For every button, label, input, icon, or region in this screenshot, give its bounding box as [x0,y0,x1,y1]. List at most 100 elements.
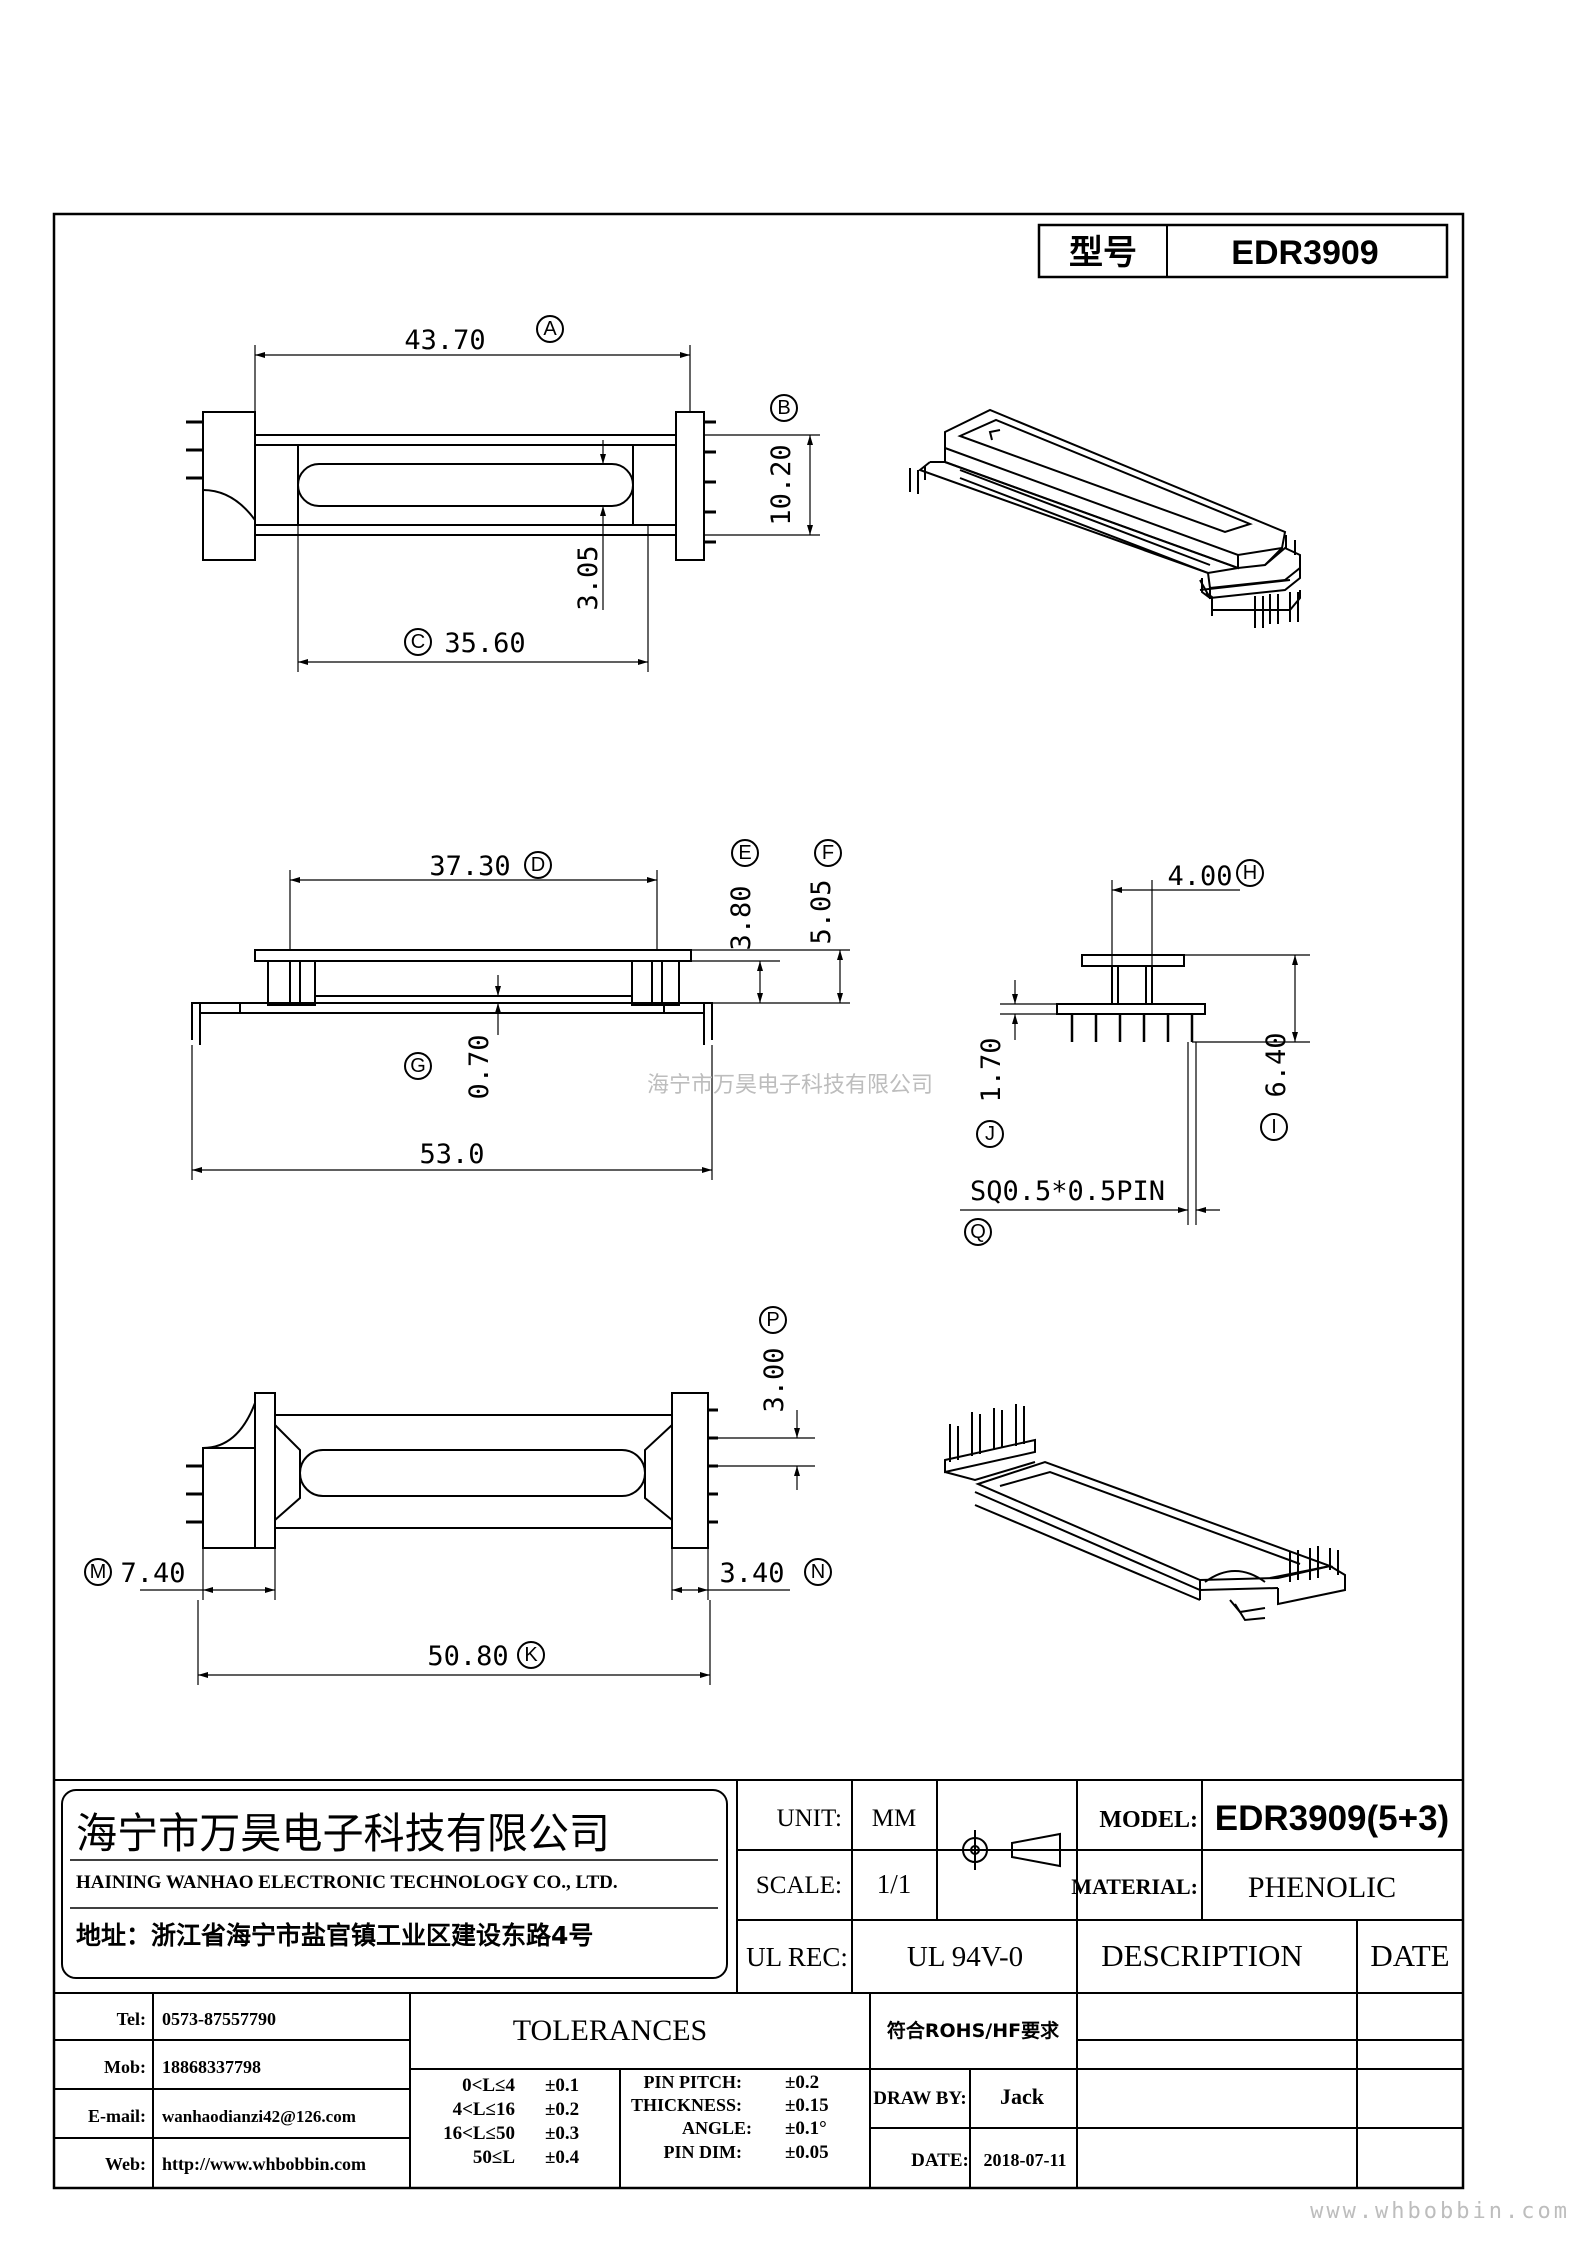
tol-value-2: ±0.2 [545,2099,579,2120]
dim-c-value: 35.60 [444,628,525,659]
dim-p-marker: P [759,1306,787,1334]
tolerance-ranges: 0<L≤4 ±0.1 4<L≤16 ±0.2 16<L≤50 ±0.3 50≤L… [443,2075,580,2168]
unit-value: MM [872,1805,916,1832]
tolerance-specs: PIN PITCH: ±0.2 THICKNESS: ±0.15 ANGLE: … [631,2072,829,2163]
dim-c-marker: C [404,628,432,656]
dim-j-value: 1.70 [976,1037,1007,1102]
dim-d-marker: D [524,851,552,879]
company-name-en: HAINING WANHAO ELECTRONIC TECHNOLOGY CO.… [76,1872,618,1893]
model-box-label: 型号 [1069,233,1137,273]
contact-mob-label: Mob: [104,2057,146,2077]
dim-n-marker: N [804,1558,832,1586]
dim-p-value: 3.00 [759,1347,790,1412]
draw-by-value: Jack [1000,2084,1045,2109]
tol-range-2: 4<L≤16 [453,2099,515,2120]
dim-m-value: 7.40 [120,1558,185,1589]
dim-k-letter: K [524,1644,538,1666]
date-field-label: DATE: [911,2150,969,2171]
dim-b-value: 10.20 [766,444,797,525]
contact-email-value: wanhaodianzi42@126.com [162,2107,356,2126]
contacts: Tel: 0573-87557790 Mob: 18868337798 E-ma… [88,2009,366,2174]
dim-f-value: 5.05 [806,879,837,944]
draw-by-label: DRAW BY: [873,2088,966,2109]
dim-d-value: 37.30 [429,851,510,882]
company-address: 地址：浙江省海宁市盐官镇工业区建设东路4号 [76,1921,593,1950]
title-block-grid [54,1779,1463,2188]
dim-q-marker: Q [964,1218,992,1246]
drawing-frame [52,212,1465,2190]
company-name-cn: 海宁市万昊电子科技有限公司 [76,1809,610,1858]
tol-value-3: ±0.3 [545,2123,579,2144]
tol-spec-4: PIN DIM: [664,2142,743,2162]
model-label: MODEL: [1099,1807,1198,1833]
dim-m-letter: M [90,1561,107,1583]
contact-tel-value: 0573-87557790 [162,2009,276,2029]
tol-spec-value-4: ±0.05 [785,2142,829,2163]
watermark-center: 海宁市万昊电子科技有限公司 [647,1073,933,1098]
dim-k-value: 50.80 [427,1641,508,1672]
dim-b-marker: B [770,394,798,422]
tol-spec-3: ANGLE: [682,2118,752,2138]
watermark-corner: www.whbobbin.com [1310,2199,1570,2224]
dim-i-value: 6.40 [1261,1032,1292,1097]
model-value: EDR3909(5+3) [1215,1799,1449,1838]
scale-label: SCALE: [756,1872,842,1899]
dim-c-letter: C [411,631,425,653]
contact-tel-label: Tel: [117,2009,146,2029]
dim-q-value: SQ0.5*0.5PIN [970,1176,1165,1207]
top-view-dimensions [254,345,820,672]
dim-h-value: 4.00 [1167,861,1232,892]
isometric-view-top [909,408,1301,628]
date-column-label: DATE [1370,1938,1449,1973]
rohs-note: 符合ROHS/HF要求 [887,2019,1060,2042]
dim-a-marker: A [536,315,564,343]
ul-label: UL REC: [746,1942,848,1972]
dim-a-value: 43.70 [404,325,485,356]
dim-j-letter: J [985,1123,995,1145]
contact-web-value: http://www.whbobbin.com [162,2154,366,2174]
dim-n-value: 3.40 [719,1558,784,1589]
side-view-drawing [191,949,713,1045]
model-box: 型号 EDR3909 [1037,223,1449,279]
dim-53-value: 53.0 [419,1139,484,1170]
tol-spec-1: PIN PITCH: [644,2072,743,2092]
material-label: MATERIAL: [1071,1874,1198,1899]
projection-symbol-icon [955,1830,1068,1870]
scale-value: 1/1 [877,1869,912,1899]
dim-b-letter: B [777,397,790,419]
contact-mob-value: 18868337798 [162,2057,261,2077]
tol-value-1: ±0.1 [545,2075,579,2096]
contact-email-label: E-mail: [88,2106,146,2126]
tol-spec-value-3: ±0.1° [785,2118,827,2139]
dim-g-value: 0.70 [464,1034,495,1099]
isometric-view-bottom [944,1404,1346,1622]
top-view-drawing [186,411,716,561]
bottom-view-drawing [186,1392,718,1549]
dim-h-marker: H [1236,859,1264,887]
tol-spec-value-2: ±0.15 [785,2095,829,2116]
tol-spec-2: THICKNESS: [631,2095,742,2115]
dim-e-letter: E [738,842,751,864]
dim-g-letter: G [410,1055,426,1077]
dim-k-marker: K [517,1641,545,1669]
tol-spec-value-1: ±0.2 [785,2072,819,2093]
dim-i-letter: I [1271,1116,1277,1138]
tolerances-title: TOLERANCES [513,2014,707,2047]
dim-n-letter: N [811,1561,825,1583]
dim-p-letter: P [766,1309,779,1331]
end-view-dimensions [960,880,1310,1225]
ul-value: UL 94V-0 [907,1941,1023,1973]
dim-m-marker: M [84,1558,112,1586]
dim-305-value: 3.05 [573,545,604,610]
bottom-view-dimensions [140,1410,815,1685]
contact-web-label: Web: [105,2154,146,2174]
dim-a-letter: A [543,318,557,340]
dim-f-letter: F [822,842,834,864]
tol-range-1: 0<L≤4 [462,2075,515,2096]
dim-g-marker: G [404,1052,432,1080]
model-box-value: EDR3909 [1231,234,1378,272]
date-field-value: 2018-07-11 [984,2150,1067,2170]
dim-d-letter: D [531,854,545,876]
dim-e-value: 3.80 [726,885,757,950]
dim-f-marker: F [814,839,842,867]
